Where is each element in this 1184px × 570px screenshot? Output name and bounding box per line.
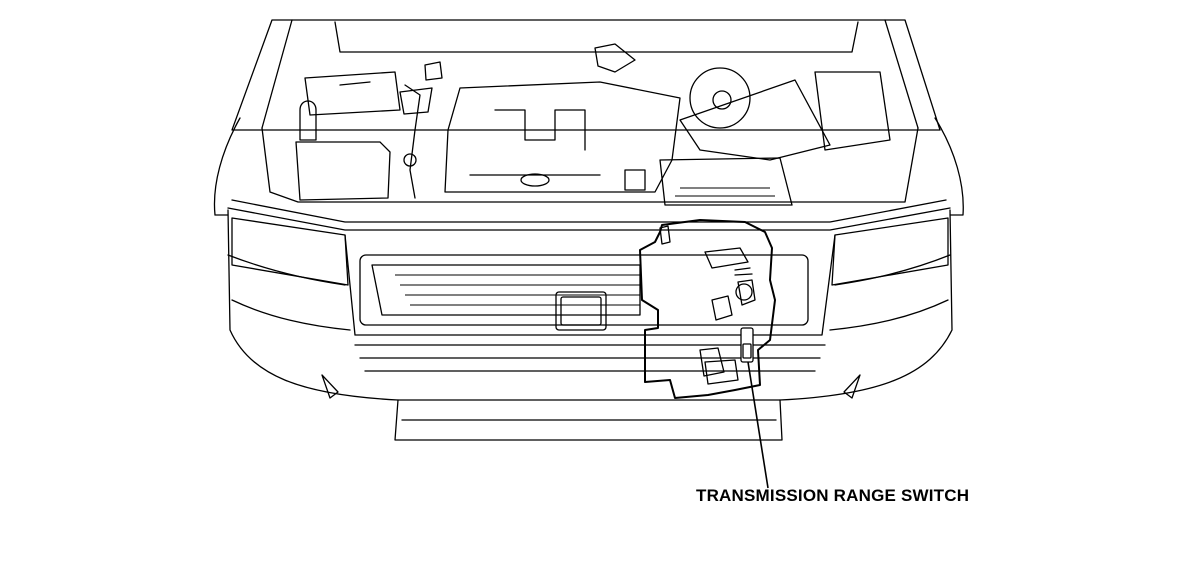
transmission-range-switch <box>740 327 754 363</box>
engine-bay <box>227 43 951 231</box>
grille <box>344 234 836 372</box>
headlights <box>231 217 949 286</box>
vehicle-body-outline <box>213 117 964 441</box>
transmission-assembly <box>639 219 776 399</box>
callout-label: TRANSMISSION RANGE SWITCH <box>696 486 970 505</box>
callout-leader-line <box>747 361 769 489</box>
fog-lamps <box>321 374 861 399</box>
